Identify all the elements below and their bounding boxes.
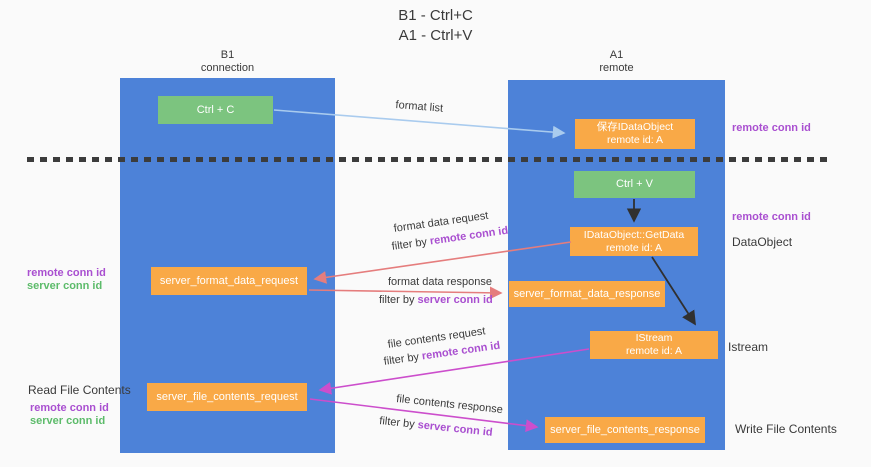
- node-idataobject-getdata: IDataObject::GetData remote id: A: [570, 227, 698, 256]
- node-file-request-label: server_file_contents_request: [156, 390, 298, 403]
- annotation-server-conn-id-left-2: server conn id: [30, 415, 106, 427]
- node-server-file-contents-request: server_file_contents_request: [147, 383, 307, 411]
- lane-b1-subtitle: connection: [200, 62, 255, 74]
- arrow-format-data-response: [308, 286, 503, 300]
- node-server-format-data-request: server_format_data_request: [151, 267, 307, 295]
- node-server-file-contents-response: server_file_contents_response: [545, 417, 705, 443]
- lane-b1-name: B1: [220, 49, 235, 61]
- node-ctrl-v-label: Ctrl + V: [616, 178, 653, 190]
- annotation-remote-conn-id-right: remote conn id: [732, 211, 811, 223]
- diagram-title: B1 - Ctrl+C A1 - Ctrl+V: [0, 6, 871, 46]
- annotation-remote-conn-id-top-right: remote conn id: [732, 122, 811, 134]
- node-format-request-label: server_format_data_request: [159, 274, 299, 287]
- node-save-idataobject-line2: remote id: A: [606, 134, 664, 146]
- server-conn-id-text: server conn id: [417, 294, 493, 306]
- annotation-write-file-contents: Write File Contents: [735, 422, 837, 436]
- server-conn-id-text: server conn id: [417, 419, 494, 439]
- node-save-idataobject: 保存IDataObject remote id: A: [575, 119, 695, 149]
- title-line-b1: B1 - Ctrl+C: [398, 7, 473, 24]
- dashed-divider: [27, 157, 833, 162]
- node-getdata-line2: remote id: A: [605, 241, 663, 254]
- node-save-idataobject-line1: 保存IDataObject: [596, 121, 674, 133]
- title-line-a1: A1 - Ctrl+V: [398, 27, 473, 44]
- lane-header-a1: A1 remote: [508, 49, 725, 75]
- annotation-istream: Istream: [728, 340, 769, 354]
- annotation-remote-conn-id-left-2: remote conn id: [30, 402, 109, 414]
- lane-header-b1: B1 connection: [120, 49, 335, 75]
- node-ctrl-c: Ctrl + C: [158, 96, 273, 124]
- node-istream-line2: remote id: A: [625, 345, 683, 357]
- node-format-response-label: server_format_data_response: [513, 287, 661, 300]
- label-file-contents-response: file contents response: [395, 393, 504, 417]
- node-istream-line1: IStream: [635, 332, 673, 344]
- node-file-response-label: server_file_contents_response: [550, 423, 700, 436]
- annotation-dataobject: DataObject: [732, 235, 793, 249]
- annotation-read-file-contents: Read File Contents: [28, 383, 131, 397]
- label-filter-by-server-1: filter by server conn id: [379, 294, 493, 306]
- node-server-format-data-response: server_format_data_response: [509, 281, 665, 307]
- lane-a1-subtitle: remote: [599, 62, 634, 74]
- node-getdata-line1: IDataObject::GetData: [583, 228, 685, 241]
- node-ctrl-c-label: Ctrl + C: [196, 103, 235, 116]
- label-format-data-response: format data response: [388, 276, 492, 288]
- annotation-remote-conn-id-left-1: remote conn id: [27, 267, 106, 279]
- node-istream: IStream remote id: A: [590, 331, 718, 359]
- label-filter-by-server-2: filter by server conn id: [378, 415, 494, 439]
- label-format-list: format list: [395, 99, 444, 115]
- lane-a1-name: A1: [609, 49, 624, 61]
- annotation-server-conn-id-left-1: server conn id: [27, 280, 103, 292]
- node-ctrl-v: Ctrl + V: [574, 171, 695, 198]
